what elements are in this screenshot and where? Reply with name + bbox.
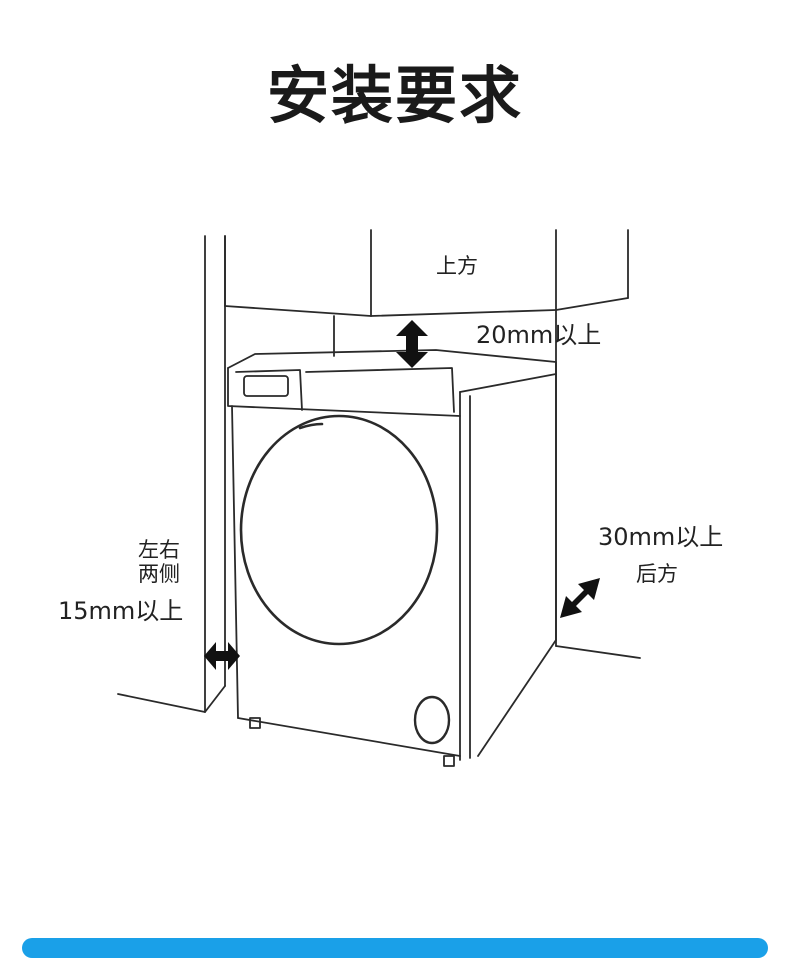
foot-left — [249, 717, 261, 729]
floor-lines — [117, 645, 641, 713]
overhead-cabinet — [224, 229, 629, 317]
side-wall — [204, 235, 226, 713]
washing-machine — [227, 349, 557, 767]
double-arrow-vertical-icon — [396, 320, 428, 368]
bottom-accent-bar — [22, 938, 768, 958]
side-clearance-label: 15mm以上 — [58, 597, 184, 625]
foot-right — [443, 755, 455, 767]
double-arrow-diagonal-icon — [560, 578, 600, 618]
side-position-label-line1: 左右 — [138, 538, 180, 562]
rear-clearance-label: 30mm以上 — [598, 523, 724, 551]
display-panel — [243, 375, 289, 397]
top-position-label: 上方 — [436, 254, 478, 278]
door-glass — [239, 414, 439, 646]
side-position-label-line2: 两侧 — [138, 562, 180, 586]
rear-position-label: 后方 — [636, 562, 678, 586]
filter-cap — [413, 695, 451, 745]
top-clearance-label: 20mm以上 — [476, 321, 602, 349]
page-title: 安装要求 — [266, 59, 523, 132]
double-arrow-horizontal-icon — [204, 642, 240, 670]
back-wall — [333, 309, 557, 647]
